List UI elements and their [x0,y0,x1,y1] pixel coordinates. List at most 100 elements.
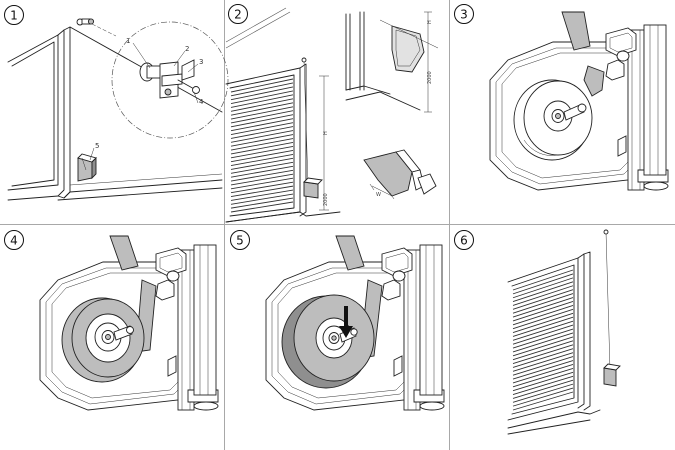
step-badge: 5 [230,230,250,250]
step-1-panel: 1 [4,5,229,201]
detail-upper-frame: H 2000 [345,11,439,113]
blind-slat [230,165,294,178]
blind-slat [230,86,294,101]
blind-slat [230,138,294,151]
blind-slat [230,134,294,147]
blind-slat [512,371,574,392]
step-number-circle [228,4,248,24]
blind-slat [512,367,574,388]
blind-slat [512,304,574,326]
blind-slat [230,146,294,159]
blind-slat [512,336,574,357]
reel-housing [265,235,445,411]
step-badge: 1 [4,5,24,25]
blind-slat [512,293,574,314]
step-number-circle [230,230,250,250]
callout-5: 5 [95,142,99,150]
dimension-h-right: H [427,20,433,24]
blind-slat [230,78,294,93]
dimension-2000-left: 2000 [323,193,329,206]
detail-strap-measurement: W [363,149,437,200]
blind-slat [230,118,294,132]
window-frame [7,26,223,201]
callout-4: 4 [199,98,204,106]
blind-slat [512,364,574,384]
blind-slat [230,106,294,120]
blind-slat [230,149,294,163]
blind-slat [512,316,574,337]
down-arrow-icon [339,306,353,338]
blind-slat [230,98,294,112]
blind-slat [230,197,294,209]
callout-leaders [89,42,199,161]
blind-slat [230,173,294,186]
blind-slat [512,383,574,403]
blind-slat [230,90,294,105]
blind-slat [512,297,574,318]
blind-slat [512,273,574,295]
callout-1: 1 [126,37,130,45]
blind-slat [512,356,574,376]
blind-window [225,63,341,223]
blind-slat [512,308,574,330]
blind-slat [230,110,294,124]
step-badge: 2 [228,4,248,24]
blind-slat [230,177,294,190]
blind-slat [512,375,574,395]
cord-guide-bracket [77,153,97,182]
blind-slat [512,320,574,341]
blind-slat [512,281,574,303]
installed-blind-window [507,251,601,435]
dimension-h-left: H [323,131,329,135]
callout-3: 3 [199,58,203,66]
wall-edges [225,7,291,49]
blind-slat [230,181,294,194]
blind-slat [230,102,294,116]
reel-spool [513,79,593,161]
step-6-panel: 6 [454,229,621,435]
reel-housing [39,235,219,411]
dimension-w: W [376,192,381,198]
blind-slat [512,332,574,353]
blind-slat [512,301,574,322]
blind-slat [512,352,574,372]
blind-slat [230,169,294,182]
step-2-panel: 2 H 2000 [225,4,439,223]
blind-slat [512,379,574,399]
blind-slat [230,185,294,197]
reel-spool-wound [61,297,145,383]
detail-magnifier: 1 2 3 4 5 [89,21,229,161]
cord-line [301,57,323,199]
blind-slat [230,161,294,174]
blind-slat [230,82,294,97]
small-pin-on-frame [76,18,95,26]
blind-slat [230,94,294,108]
blind-slat [230,193,294,205]
blind-slat [230,201,294,213]
blind-slat [230,122,294,136]
step-number: 3 [460,8,468,22]
step-5-panel: 5 [230,230,445,411]
strap-feed [561,11,605,97]
step-number: 5 [236,234,244,248]
blind-slat [512,391,574,411]
blind-slat [512,328,574,349]
blind-slat [512,324,574,345]
step-number: 2 [234,8,242,22]
callout-2: 2 [185,45,189,53]
blind-slat [230,153,294,166]
blind-slats [230,78,294,213]
step-number: 4 [10,234,18,248]
step-badge: 4 [4,230,24,250]
cord-line [603,229,621,387]
step-number: 1 [10,9,18,23]
blind-slats [512,269,574,411]
blind-slat [512,277,574,299]
blind-slat [512,340,574,361]
blind-slat [230,142,294,155]
reel-housing [489,11,669,191]
blind-slat [512,289,574,310]
step-badge: 6 [454,230,474,250]
blind-slat [512,269,574,291]
